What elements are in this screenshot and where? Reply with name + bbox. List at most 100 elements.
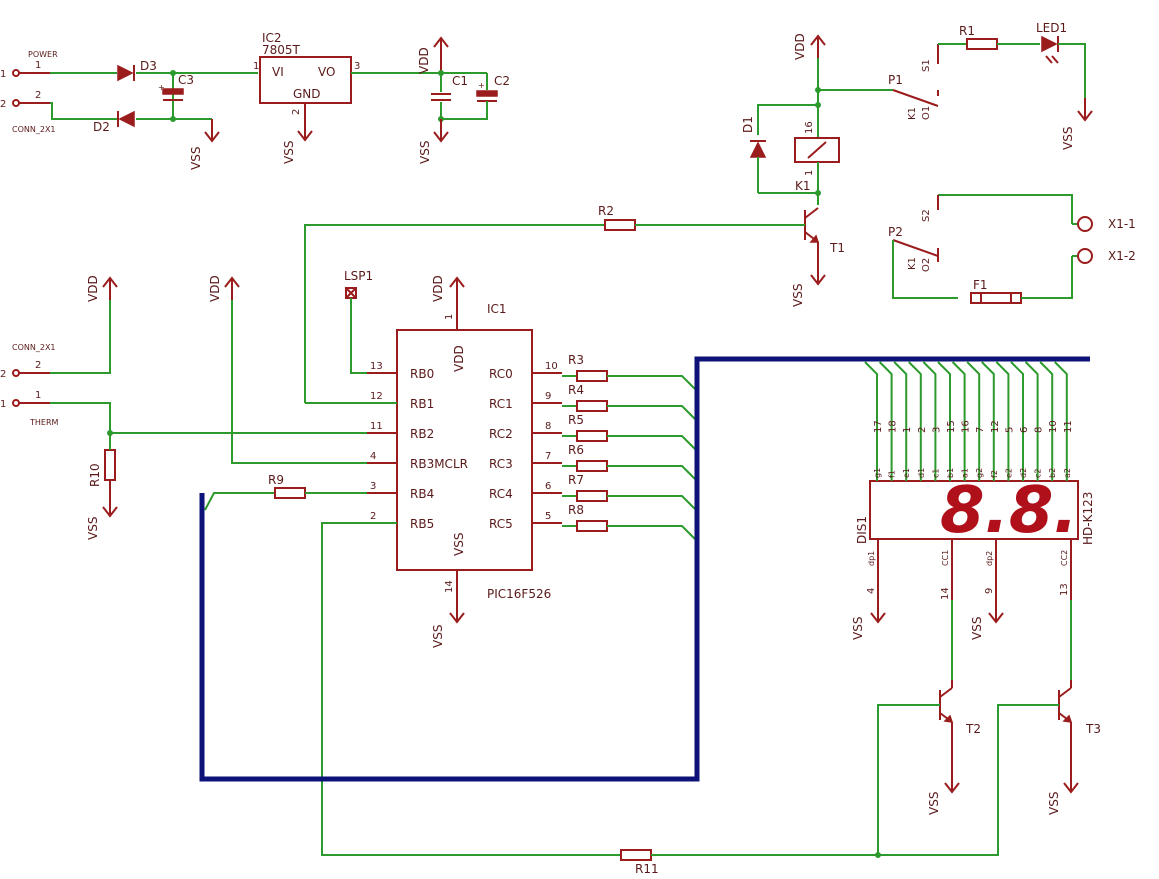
display-segment-label: f1: [888, 470, 897, 478]
resistor: [576, 430, 608, 442]
capacitor-c3: +: [158, 83, 184, 101]
ic2-vi: VI: [272, 65, 284, 79]
vdd-label-therm: VDD: [86, 275, 100, 302]
relay-k1-label: K1: [795, 179, 811, 193]
display-segment-label: e1: [902, 468, 911, 478]
ic2-pin1: 1: [253, 61, 259, 72]
o1-label: O1: [921, 106, 932, 120]
power-section: 1 2 1 2 POWER CONN_2X1 D3 D2 +: [0, 31, 510, 170]
mcu-ic1: IC1 PIC16F526 VDD 1 VDD 14 VSS VSS 13RB0…: [305, 275, 696, 856]
display-pin-number: 16: [961, 420, 972, 433]
resistor-label: R7: [568, 473, 584, 487]
transistor-t3: T3 VSS: [878, 680, 1101, 856]
ic1-pin-number: 8: [545, 421, 551, 432]
p1-label: P1: [888, 73, 903, 87]
led1: [1041, 35, 1059, 64]
ic2-vo: VO: [318, 65, 335, 79]
o2-label: O2: [921, 258, 932, 272]
ic1-vss-label: VSS: [452, 533, 466, 556]
vdd-label-mclr: VDD: [208, 275, 222, 302]
s2-label: S2: [921, 209, 932, 222]
resistor: [576, 370, 608, 382]
power-pin-2-label: 2: [35, 90, 41, 101]
ic1-pin-number: 13: [370, 361, 383, 372]
ic1-pin-number: 3: [370, 481, 376, 492]
ic1-pin-number: 2: [370, 511, 376, 522]
ic1-pin-name: RC4: [489, 487, 513, 501]
ic1-pin-name: RC3: [489, 457, 513, 471]
vss-label-ic2: VSS: [282, 141, 296, 164]
vss-label-t3: VSS: [1047, 792, 1061, 815]
c2-label: C2: [494, 74, 510, 88]
ic2-pin2: 2: [291, 109, 302, 115]
display-pin-number: 1: [902, 427, 913, 433]
power-pin-1-terminal: [12, 69, 20, 77]
lsp1-label: LSP1: [344, 269, 373, 283]
svg-text:+: +: [158, 83, 165, 92]
display-pin-number: 5: [1004, 427, 1015, 433]
relay-pin1: 1: [804, 170, 815, 176]
ic1-pin-name: RB5: [410, 517, 434, 531]
r10-label: R10: [88, 463, 102, 487]
t3-label: T3: [1085, 722, 1101, 736]
therm-section: 2 1 2 1 CONN_2X1 THERM VDD R10 VSS VDD L…: [0, 269, 397, 540]
svg-text:+: +: [478, 81, 485, 90]
d2-label: D2: [93, 120, 110, 134]
ic1-label: IC1: [487, 302, 507, 316]
f1-label: F1: [973, 278, 988, 292]
cc2-label: CC2: [1060, 550, 1069, 566]
therm-pin-2-number: 2: [0, 369, 6, 380]
diode-d1: [749, 141, 767, 158]
display-pin-number: 12: [990, 420, 1001, 433]
vdd-label-ic1: VDD: [431, 275, 445, 302]
x1-2-label: X1-2: [1108, 249, 1136, 263]
ic1-pin-name: RC2: [489, 427, 513, 441]
display-segment-label: d1: [917, 468, 926, 478]
display-segment-label: d2: [1019, 468, 1028, 478]
vss-label-dp2: VSS: [970, 617, 984, 640]
power-pin-1-label: 1: [35, 60, 41, 71]
ic1-pin-number: 5: [545, 511, 551, 522]
vss-label-ic1: VSS: [431, 625, 445, 648]
ic1-vss-pin: 14: [444, 580, 455, 593]
display-pin-number: 18: [888, 420, 899, 433]
display-segment-label: b2: [1048, 468, 1057, 478]
display-pin-number: 6: [1019, 427, 1030, 433]
ic1-pin-number: 9: [545, 391, 551, 402]
display-pin-number: 3: [931, 427, 942, 433]
display-segment-label: a2: [1063, 468, 1072, 478]
vdd-label-relay: VDD: [793, 33, 807, 60]
resistor-label: R4: [568, 383, 584, 397]
vss-label-t2: VSS: [927, 792, 941, 815]
vss-label-dp1: VSS: [851, 617, 865, 640]
resistor-label: R3: [568, 353, 584, 367]
display-segment-label: g1: [873, 468, 882, 478]
ic1-pin-number: 4: [370, 451, 376, 462]
t1-label: T1: [829, 241, 845, 255]
r1-label: R1: [959, 24, 975, 38]
therm-pin-1-label: 1: [35, 390, 41, 401]
power-connector-label: POWER: [28, 50, 58, 59]
ic1-pin-name: RC1: [489, 397, 513, 411]
d3-label: D3: [140, 59, 157, 73]
display-pin-number: 10: [1048, 420, 1059, 433]
r2-label: R2: [598, 204, 614, 218]
r11-label: R11: [635, 862, 659, 876]
display-segment-label: f2: [990, 470, 999, 478]
ic1-pin-number: 6: [545, 481, 551, 492]
ic1-vdd-pin: 1: [444, 314, 455, 320]
ic2-label: IC2: [262, 31, 282, 45]
therm-connector-type: CONN_2X1: [12, 343, 56, 352]
display-segment-label: a1: [961, 468, 970, 478]
display-pin-number: 8: [1034, 427, 1045, 433]
vss-label-r10: VSS: [86, 517, 100, 540]
ic1-pin-name: RB0: [410, 367, 434, 381]
relay-section: VDD P1 D1 16 1 K1 S1 K1 O1 R1: [304, 21, 1136, 403]
dp1-label: dp1: [867, 551, 876, 566]
vdd-label-reg: VDD: [417, 47, 431, 74]
ic1-pin-name: RB1: [410, 397, 434, 411]
resistor: [576, 490, 608, 502]
display-dis1: 8.8. DIS1 HD-K123 17g118f11e12d13c115b11…: [851, 361, 1095, 680]
transistor-t2: T2 VSS: [877, 680, 981, 855]
